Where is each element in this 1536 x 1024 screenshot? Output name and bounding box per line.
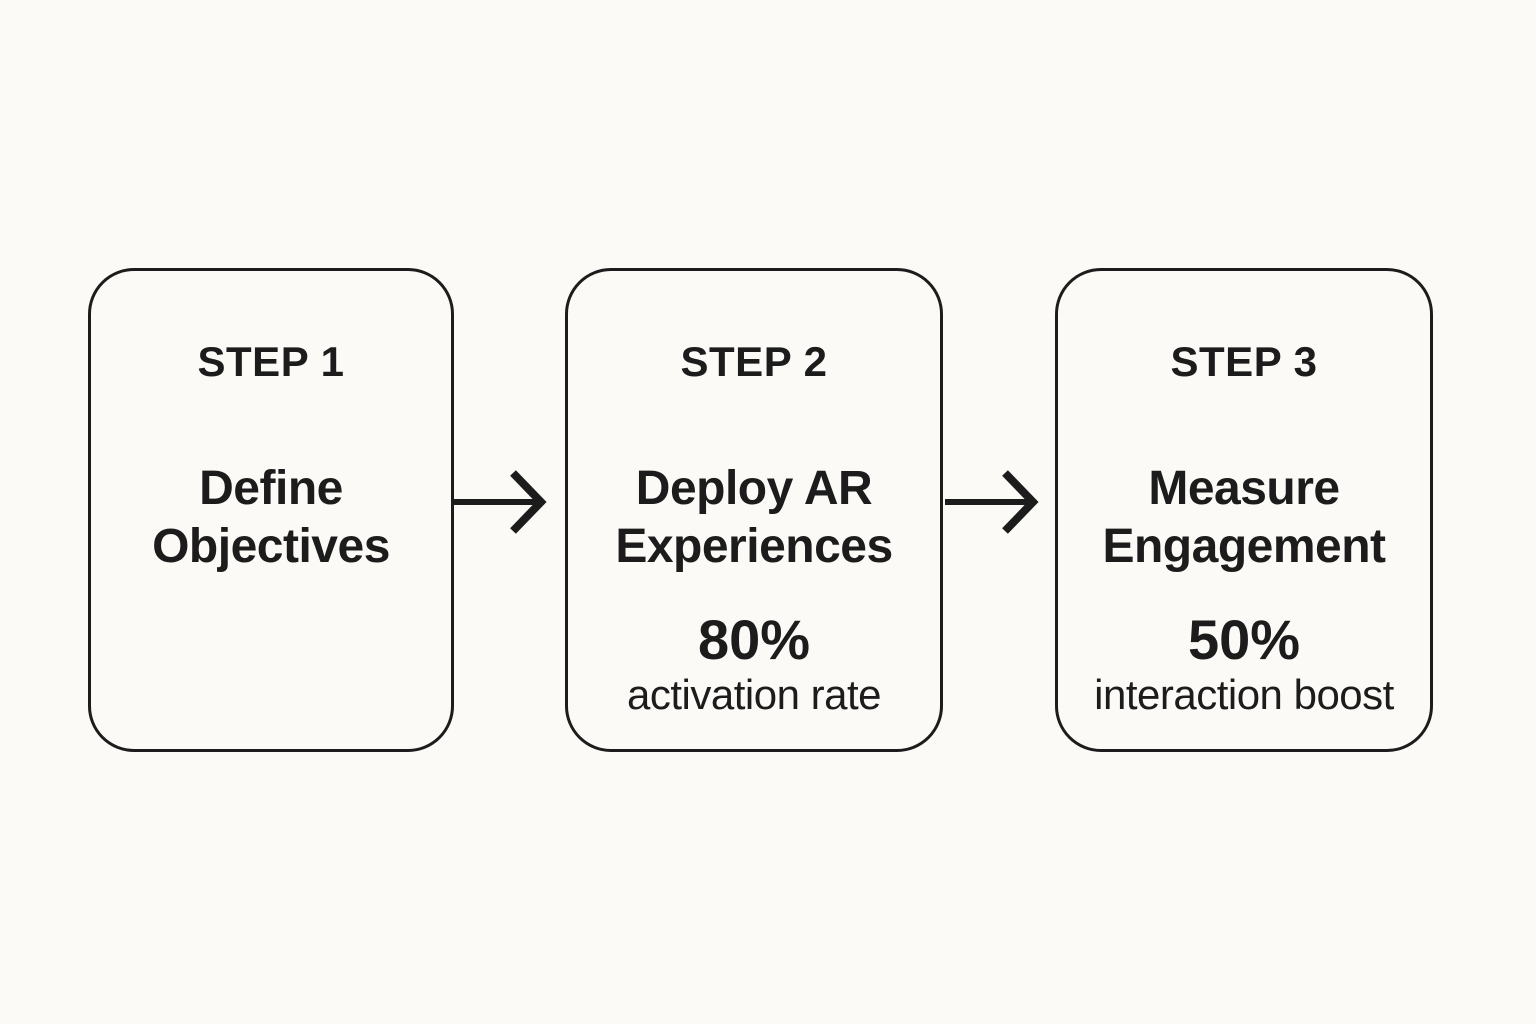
right-arrow-icon bbox=[945, 466, 1040, 538]
step-3-stat-label: interaction boost bbox=[1094, 671, 1394, 718]
step-2-card: STEP 2 Deploy AR Experiences 80% activat… bbox=[565, 268, 943, 752]
step-2-title: Deploy AR Experiences bbox=[615, 460, 893, 576]
step-2-title-line-2: Experiences bbox=[615, 520, 893, 573]
flow-arrow-2 bbox=[945, 466, 1040, 538]
step-2-stat-value: 80% bbox=[697, 608, 811, 671]
step-3-title-line-2: Engagement bbox=[1102, 520, 1386, 573]
step-2-stat-label: activation rate bbox=[627, 671, 881, 718]
flow-arrow-1 bbox=[453, 466, 548, 538]
step-2-label: STEP 2 bbox=[680, 338, 828, 385]
step-1-label: STEP 1 bbox=[197, 338, 345, 385]
step-1-title-line-1: Define bbox=[199, 462, 343, 515]
step-3-stat-value: 50% bbox=[1187, 608, 1301, 671]
step-3-label: STEP 3 bbox=[1170, 338, 1318, 385]
step-1-title: Define Objectives bbox=[152, 460, 390, 576]
step-2-title-line-1: Deploy AR bbox=[635, 462, 873, 515]
right-arrow-icon bbox=[453, 466, 548, 538]
step-1-card: STEP 1 Define Objectives bbox=[88, 268, 454, 752]
step-3-card: STEP 3 Measure Engagement 50% interactio… bbox=[1055, 268, 1433, 752]
step-1-title-line-2: Objectives bbox=[152, 520, 390, 573]
step-3-title-line-1: Measure bbox=[1148, 462, 1340, 515]
step-3-title: Measure Engagement bbox=[1102, 460, 1386, 576]
